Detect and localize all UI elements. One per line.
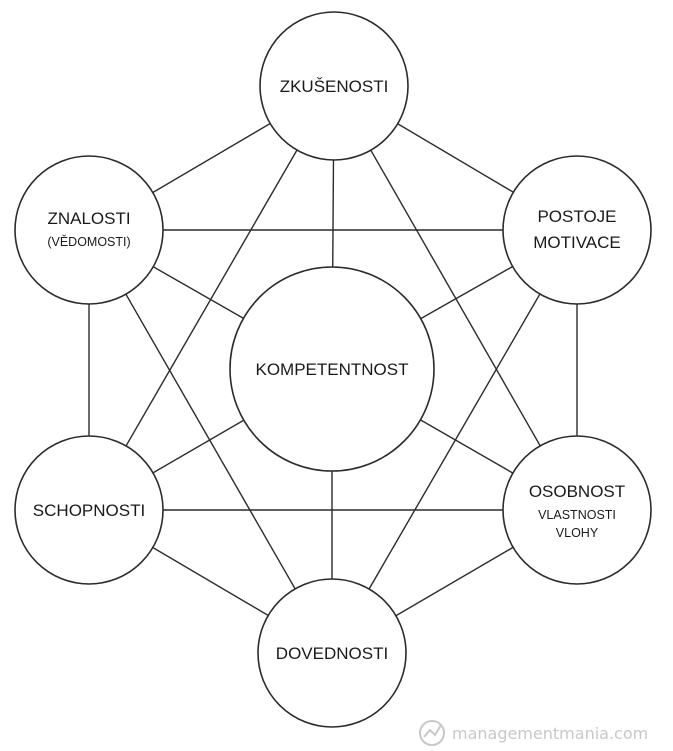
node-osobnost-label: OSOBNOST	[529, 482, 625, 501]
node-vlohy-label: VLOHY	[556, 526, 599, 540]
node-kompetentnost: KOMPETENTNOST	[229, 266, 435, 472]
node-dovednosti-circle	[257, 578, 407, 728]
node-schopnosti-label: SCHOPNOSTI	[33, 501, 145, 520]
node-kompetentnost-label: KOMPETENTNOST	[255, 360, 408, 379]
node-znalosti-label: ZNALOSTI	[47, 209, 130, 228]
node-znalosti-circle	[14, 155, 164, 305]
edge-top-lowerLeft	[88, 85, 335, 511]
node-motivace-label: MOTIVACE	[533, 233, 621, 252]
node-osobnost: OSOBNOST VLASTNOSTI VLOHY	[502, 435, 652, 585]
node-zkusenosti: ZKUŠENOSTI	[259, 11, 409, 161]
watermark: managementmania.com	[419, 720, 648, 746]
node-vedomosti-label: (VĚDOMOSTI)	[47, 234, 130, 249]
node-postoje-motivace-circle	[502, 155, 652, 305]
node-dovednosti-label: DOVEDNOSTI	[276, 644, 388, 663]
node-vlastnosti-label: VLASTNOSTI	[538, 508, 616, 522]
node-postoje-label: POSTOJE	[537, 207, 616, 226]
watermark-text: managementmania.com	[452, 724, 648, 743]
edge-top-lowerRight	[333, 85, 578, 511]
node-osobnost-circle	[502, 435, 652, 585]
node-schopnosti: SCHOPNOSTI	[14, 435, 164, 585]
node-postoje-motivace: POSTOJE MOTIVACE	[502, 155, 652, 305]
edge-upperLeft-bottom	[88, 229, 333, 654]
node-kompetentnost-circle	[229, 266, 435, 472]
watermark-logo-icon	[419, 720, 445, 746]
node-dovednosti: DOVEDNOSTI	[257, 578, 407, 728]
node-znalosti: ZNALOSTI (VĚDOMOSTI)	[14, 155, 164, 305]
node-schopnosti-circle	[14, 435, 164, 585]
node-zkusenosti-circle	[259, 11, 409, 161]
node-zkusenosti-label: ZKUŠENOSTI	[280, 77, 389, 96]
edge-upperRight-bottom	[331, 229, 578, 654]
